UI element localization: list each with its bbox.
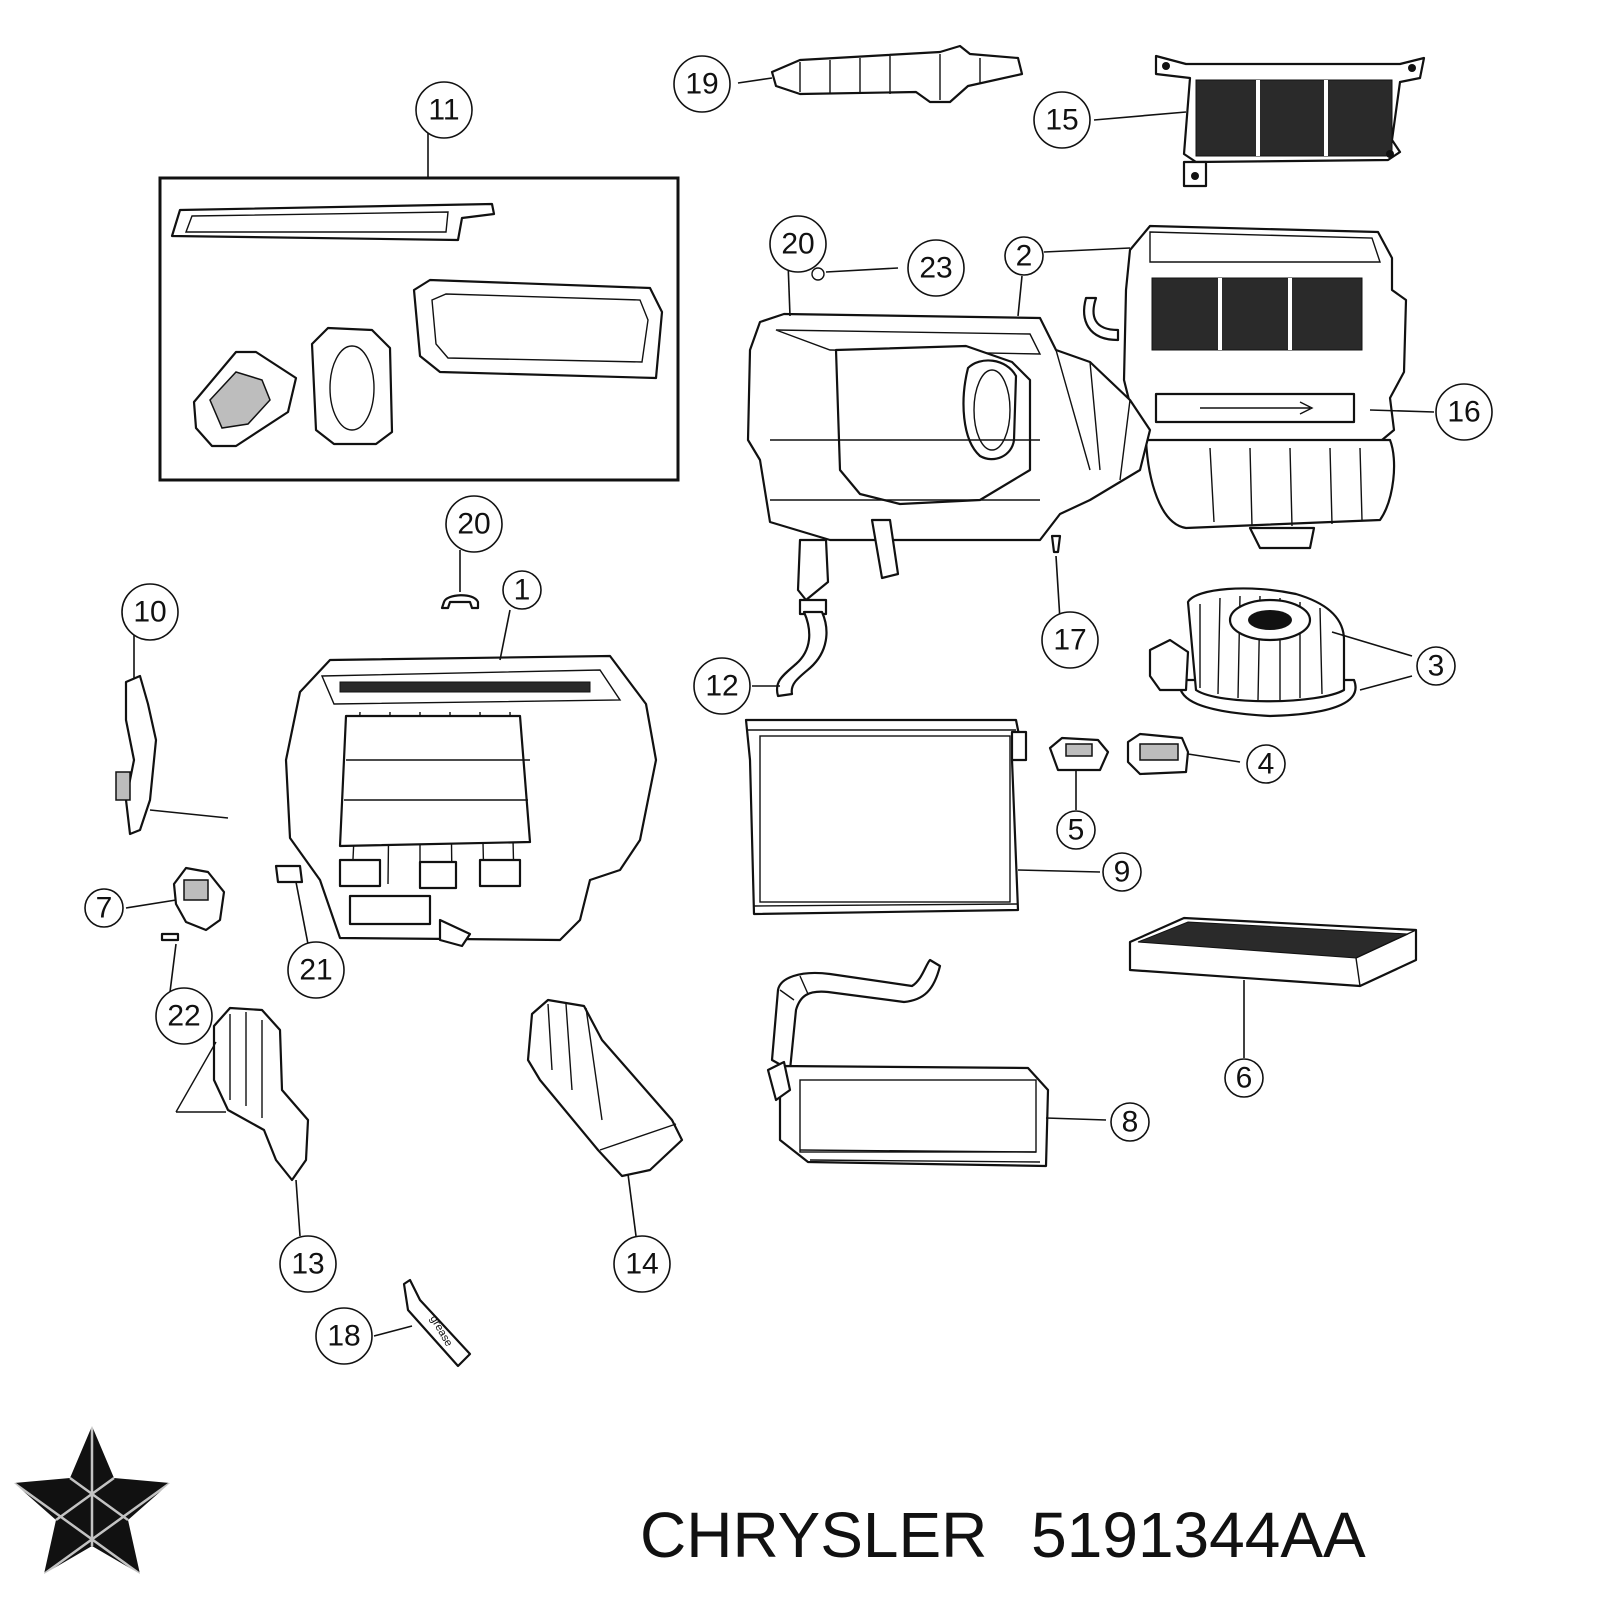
svg-text:19: 19 — [685, 68, 718, 101]
svg-text:23: 23 — [919, 252, 952, 285]
part-19-duct — [770, 44, 1024, 104]
callout-23: 23 — [907, 239, 965, 297]
svg-text:12: 12 — [705, 670, 738, 703]
svg-text:21: 21 — [299, 954, 332, 987]
svg-text:15: 15 — [1045, 104, 1078, 137]
svg-text:16: 16 — [1447, 396, 1480, 429]
svg-text:9: 9 — [1114, 856, 1131, 889]
callout-20-lower: 20 — [445, 495, 503, 553]
part-number: 5191344AA — [1031, 1499, 1366, 1571]
callout-15: 15 — [1033, 91, 1091, 149]
callout-6: 6 — [1224, 1058, 1264, 1098]
callout-19: 19 — [673, 55, 731, 113]
svg-text:13: 13 — [291, 1248, 324, 1281]
part-12-drain-hose — [775, 610, 828, 698]
callout-14: 14 — [613, 1235, 671, 1293]
part-10-wiring-harness — [115, 674, 229, 836]
part-5-resistor — [1048, 736, 1110, 772]
svg-text:20: 20 — [457, 508, 490, 541]
part-8-heater-core — [766, 958, 1050, 1168]
svg-text:6: 6 — [1236, 1062, 1253, 1095]
svg-text:7: 7 — [96, 892, 113, 925]
callout-4: 4 — [1246, 744, 1286, 784]
svg-text:1: 1 — [514, 574, 531, 607]
part-3-blower-motor — [1148, 587, 1357, 718]
callout-8: 8 — [1110, 1102, 1150, 1142]
svg-text:4: 4 — [1258, 748, 1275, 781]
svg-text:5: 5 — [1068, 814, 1085, 847]
part-9-evaporator-core — [744, 718, 1028, 916]
part-11-seal-kit — [158, 176, 680, 482]
svg-text:17: 17 — [1053, 624, 1086, 657]
part-1-heater-housing — [284, 594, 658, 948]
part-18-grease-tube: grease — [402, 1278, 472, 1368]
callout-22: 22 — [155, 987, 213, 1045]
part-14-duct — [526, 998, 684, 1178]
svg-text:2: 2 — [1016, 240, 1033, 273]
svg-text:14: 14 — [625, 1248, 658, 1281]
part-20-main-case — [746, 312, 1152, 616]
brand-name: CHRYSLER — [640, 1499, 988, 1571]
callout-7: 7 — [84, 888, 124, 928]
callout-3: 3 — [1416, 646, 1456, 686]
svg-text:3: 3 — [1428, 650, 1445, 683]
callout-10: 10 — [121, 583, 179, 641]
pentastar-logo — [13, 1426, 171, 1576]
part-22-screw — [160, 932, 180, 942]
part-21-clip — [274, 864, 304, 884]
callout-18: 18 — [315, 1307, 373, 1365]
part-7-actuator — [172, 866, 226, 932]
callout-1: 1 — [502, 570, 542, 610]
callout-16: 16 — [1435, 383, 1493, 441]
svg-text:10: 10 — [133, 596, 166, 629]
svg-text:18: 18 — [327, 1320, 360, 1353]
callout-20-upper: 20 — [769, 215, 827, 273]
callout-17: 17 — [1041, 611, 1099, 669]
svg-text:20: 20 — [781, 228, 814, 261]
svg-text:8: 8 — [1122, 1106, 1139, 1139]
part-2-upper-housing — [1083, 224, 1408, 550]
part-4-blower-resistor — [1126, 732, 1190, 776]
callout-9: 9 — [1102, 852, 1142, 892]
svg-text:11: 11 — [428, 94, 459, 127]
part-caption: CHRYSLER 5191344AA — [640, 1490, 1580, 1580]
callout-12: 12 — [693, 657, 751, 715]
svg-text:22: 22 — [167, 1000, 200, 1033]
callout-21: 21 — [287, 941, 345, 999]
part-15-filter-screen — [1154, 54, 1426, 188]
part-17-screw — [1050, 534, 1062, 554]
callout-13: 13 — [279, 1235, 337, 1293]
part-13-duct — [175, 1006, 310, 1182]
callout-2: 2 — [1004, 236, 1044, 276]
callout-5: 5 — [1056, 810, 1096, 850]
part-6-cabin-filter — [1128, 916, 1418, 988]
callout-11: 11 — [415, 81, 473, 139]
